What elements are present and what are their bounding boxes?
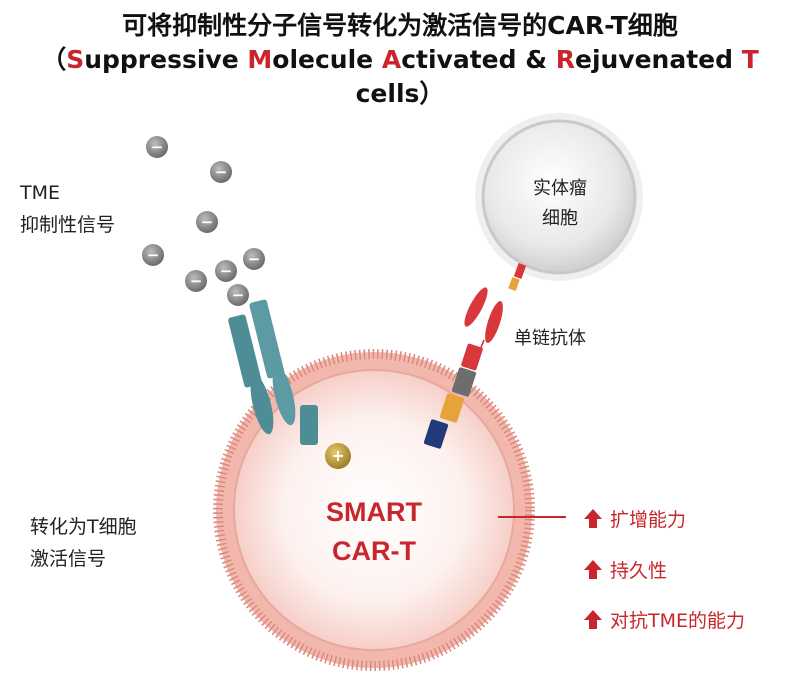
benefit-label: 对抗TME的能力 <box>610 610 746 632</box>
up-arrow-icon <box>584 609 602 630</box>
cell-label-line2: CAR-T <box>332 536 416 566</box>
benefit-label: 扩增能力 <box>610 509 687 531</box>
minus-sign: − <box>247 250 261 268</box>
minus-molecule <box>243 248 265 270</box>
minus-sign: − <box>231 286 245 304</box>
minus-molecule <box>142 244 164 266</box>
title-acronym-text: ctivated & <box>401 45 556 74</box>
title-acronym-text: olecule <box>272 45 382 74</box>
plus-sign: + <box>331 446 345 465</box>
scfv-label: 单链抗体 <box>514 328 586 349</box>
title-acronym-letter: M <box>247 45 273 74</box>
tme-label-line2: 抑制性信号 <box>20 214 116 236</box>
benefit-item: 持久性 <box>584 556 667 583</box>
title-acronym-letter: A <box>381 45 402 74</box>
title-acronym-text: ejuvenated <box>574 45 742 74</box>
minus-sign: − <box>219 262 233 280</box>
benefit-item: 扩增能力 <box>584 505 686 532</box>
title-paren-open: （ <box>41 45 67 74</box>
title-acronym-letter: R <box>555 45 575 74</box>
minus-molecule <box>185 270 207 292</box>
tumor-cell <box>475 113 643 281</box>
minus-sign: − <box>146 246 160 264</box>
activation-label-line2: 激活信号 <box>30 548 107 570</box>
title-acronym-letter: S <box>66 45 85 74</box>
inhibitory-receptor <box>228 299 318 445</box>
inhibitory-molecules <box>142 136 265 306</box>
benefit-label: 持久性 <box>610 560 668 582</box>
title-acronym-parts: Suppressive Molecule Activated & Rejuven… <box>66 45 759 74</box>
minus-sign: − <box>189 272 203 290</box>
minus-sign: − <box>200 213 214 231</box>
minus-sign: − <box>214 163 228 181</box>
minus-molecule <box>196 211 218 233</box>
title-line-1: 可将抑制性分子信号转化为激活信号的CAR-T细胞 <box>122 11 678 40</box>
title-acronym-text: uppressive <box>84 45 248 74</box>
minus-molecule <box>146 136 168 158</box>
cell-label-line1: SMART <box>326 497 422 527</box>
title-line-3: cells） <box>355 79 445 108</box>
tumor-label-line2: 细胞 <box>542 208 578 229</box>
up-arrow-icon <box>584 559 602 580</box>
car-construct <box>423 263 527 449</box>
minus-molecule <box>210 161 232 183</box>
title-line-2: （Suppressive Molecule Activated & Rejuve… <box>0 40 800 76</box>
minus-sign: − <box>150 138 164 156</box>
minus-molecule <box>215 260 237 282</box>
tumor-label-line1: 实体瘤 <box>533 178 587 199</box>
benefit-item: 对抗TME的能力 <box>584 606 745 633</box>
tme-label-line1: TME <box>20 182 61 204</box>
title-acronym-letter: T <box>741 45 759 74</box>
activation-label-line1: 转化为T细胞 <box>30 516 137 538</box>
up-arrow-icon <box>584 508 602 529</box>
minus-molecule <box>227 284 249 306</box>
plus-signal-ball <box>325 443 351 469</box>
